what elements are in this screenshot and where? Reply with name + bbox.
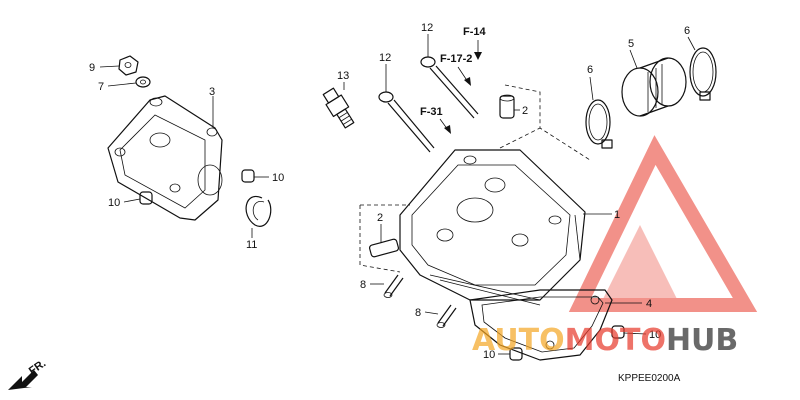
label-part-4: 4 [646, 298, 652, 310]
svg-text:AUTOMOTOHUB: AUTOMOTOHUB [472, 323, 738, 358]
diagram-code: KPPEE0200A [618, 373, 681, 384]
part-8-stud [436, 304, 457, 328]
label-part-10: 10 [108, 197, 120, 209]
watermark-logo [568, 135, 758, 312]
label-part-12: 12 [379, 52, 391, 64]
part-6-clamp [689, 47, 717, 101]
label-part-11: 11 [246, 239, 257, 251]
assembly-guides [359, 84, 591, 273]
part-10-dowel [139, 191, 153, 205]
part-12-bolt [378, 91, 435, 153]
part-7-washer [135, 76, 151, 88]
watermark-text: AUTOMOTOHUB [472, 323, 738, 358]
part-4-gasket [469, 289, 613, 361]
part-10-dowel [611, 325, 625, 339]
part-8-stud [383, 274, 404, 298]
watermark-word-moto: MOTO [565, 323, 666, 358]
label-part-2: 2 [377, 212, 383, 224]
label-part-12: 12 [421, 22, 433, 34]
part-11-circlip [245, 195, 272, 227]
part-6-clamp [585, 99, 613, 149]
label-part-8: 8 [415, 307, 421, 319]
leader-lines [99, 34, 696, 355]
label-part-2: 2 [522, 105, 528, 117]
part-13-spark-plug [322, 87, 355, 129]
ref-f14: F-14 [463, 26, 487, 38]
ref-f17-2: F-17-2 [440, 53, 472, 65]
label-part-9: 9 [89, 62, 95, 74]
part-10-dowel [241, 169, 255, 183]
part-2-dowel-pin [368, 238, 400, 258]
label-part-6: 6 [684, 25, 690, 37]
watermark-word-hub: HUB [666, 323, 738, 358]
part-9-nut [118, 55, 139, 76]
watermark-word-auto: AUTO [472, 323, 565, 358]
part-3-adapter [107, 95, 223, 221]
label-part-10: 10 [649, 329, 661, 341]
front-direction-arrow [8, 370, 38, 390]
label-part-5: 5 [628, 38, 634, 50]
ref-f31: F-31 [420, 106, 443, 118]
label-part-8: 8 [360, 279, 366, 291]
label-part-1: 1 [614, 209, 620, 221]
label-part-13: 13 [337, 70, 349, 82]
label-part-6: 6 [587, 64, 593, 76]
part-2-dowel-pin [499, 94, 515, 119]
label-part-10: 10 [272, 172, 284, 184]
part-1-cylinder-head [399, 149, 586, 306]
label-part-3: 3 [209, 86, 215, 98]
part-5-insulator [621, 57, 687, 117]
label-part-7: 7 [98, 81, 104, 93]
label-part-10: 10 [483, 349, 495, 361]
